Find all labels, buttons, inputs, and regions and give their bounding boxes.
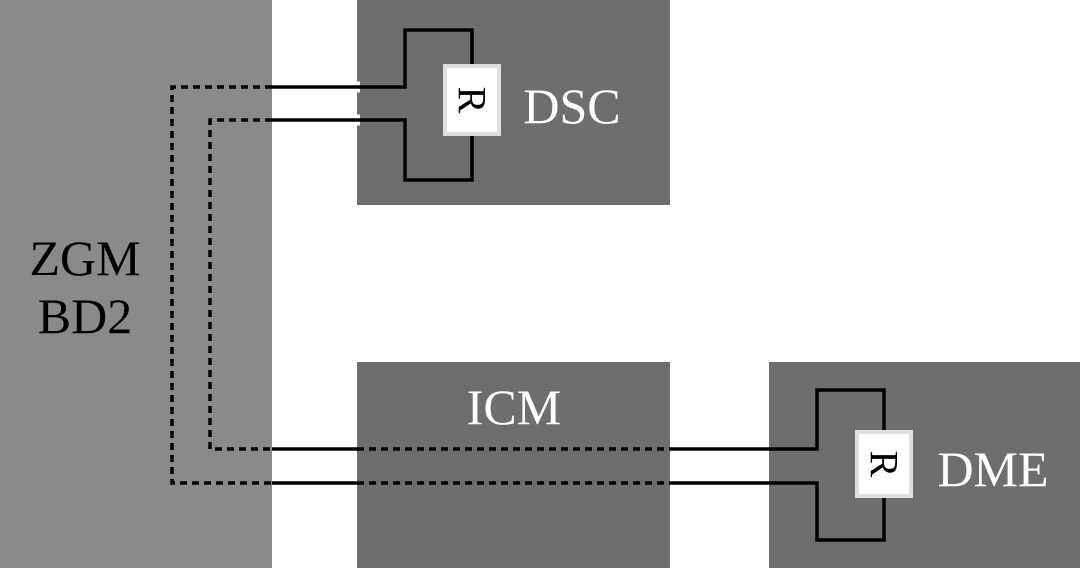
dsc-module-box [357, 0, 670, 205]
wire-dashed-inner-zgm [208, 118, 272, 451]
dsc-label: DSC [523, 78, 620, 134]
zgm-label-line1: ZGM [29, 230, 140, 286]
dsc-resistor-label: R [450, 87, 495, 114]
bus-wires [170, 28, 886, 542]
dme-resistor: R [855, 430, 913, 498]
icm-module-box [357, 362, 670, 568]
dme-resistor-label: R [862, 451, 907, 478]
icm-label: ICM [467, 379, 561, 435]
dme-label: DME [937, 441, 1048, 497]
zgm-module-box [0, 0, 272, 568]
wire-dashed-outer-zgm [170, 85, 272, 485]
dme-module-box [769, 362, 1080, 568]
zgm-label-line2: BD2 [38, 288, 132, 344]
dsc-resistor: R [443, 64, 501, 136]
